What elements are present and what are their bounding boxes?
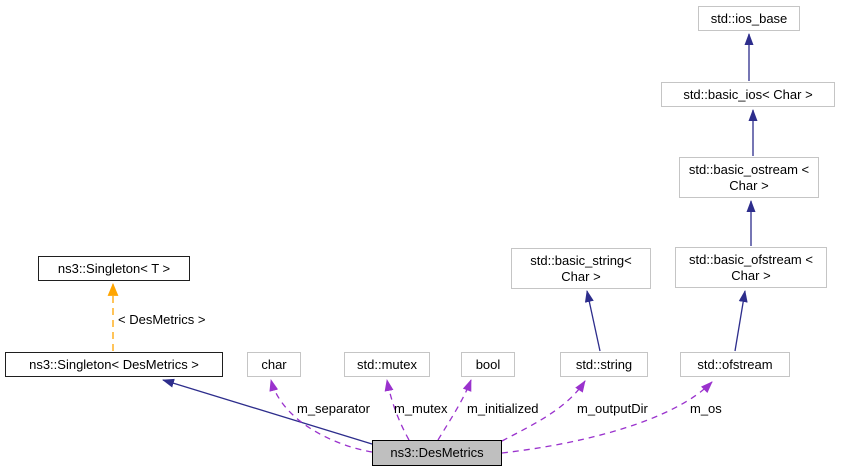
edge-label-m-mutex: m_mutex xyxy=(394,401,448,416)
edge-usage-m-outputdir xyxy=(501,380,586,442)
node-std-basic-string: std::basic_string< Char > xyxy=(511,248,651,289)
node-std-basic-ios: std::basic_ios< Char > xyxy=(661,82,835,107)
edge-label-m-os: m_os xyxy=(690,401,722,416)
edge-usage-m-separator xyxy=(269,379,373,453)
node-char: char xyxy=(247,352,301,377)
node-ns3-singleton-t[interactable]: ns3::Singleton< T > xyxy=(38,256,190,281)
edge-string-to-basicstring xyxy=(584,290,601,352)
edge-ofstream-to-basicofstream xyxy=(734,290,748,352)
node-std-basic-ostream: std::basic_ostream < Char > xyxy=(679,157,819,198)
node-std-string: std::string xyxy=(560,352,648,377)
node-ns3-singleton-desmetrics[interactable]: ns3::Singleton< DesMetrics > xyxy=(5,352,223,377)
node-std-ios-base: std::ios_base xyxy=(698,6,800,31)
edge-usage-m-mutex xyxy=(384,379,410,441)
edge-usage-m-initialized xyxy=(437,379,472,441)
edge-desmetrics-to-singleton-desmetrics xyxy=(162,378,373,445)
node-std-mutex: std::mutex xyxy=(344,352,430,377)
edge-usage-m-os xyxy=(501,381,713,454)
edge-label-m-separator: m_separator xyxy=(297,401,370,416)
edge-label-template-args: < DesMetrics > xyxy=(118,312,206,327)
edge-label-m-outputdir: m_outputDir xyxy=(577,401,648,416)
node-ns3-desmetrics: ns3::DesMetrics xyxy=(372,440,502,466)
edge-label-m-initialized: m_initialized xyxy=(467,401,539,416)
node-bool: bool xyxy=(461,352,515,377)
node-std-ofstream: std::ofstream xyxy=(680,352,790,377)
node-std-basic-ofstream: std::basic_ofstream < Char > xyxy=(675,247,827,288)
